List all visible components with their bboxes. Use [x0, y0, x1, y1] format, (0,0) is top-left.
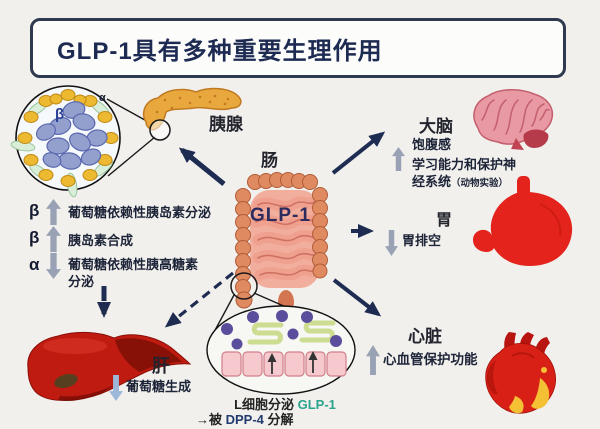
connector-arrows — [97, 131, 386, 328]
beta-symbol: β — [29, 228, 40, 247]
liver-label: 肝 — [152, 356, 170, 376]
effect-insulin-synthesis: 胰岛素合成 — [68, 233, 134, 248]
brain-label: 大脑 — [419, 117, 453, 136]
effect-insulin-secretion: 葡萄糖依赖性胰岛素分泌 — [68, 205, 212, 220]
magnifier-source-circle-gut — [230, 272, 258, 300]
effect-glucose-production: 葡萄糖生成 — [126, 379, 192, 394]
animal-study-note: （动物实验） — [451, 177, 509, 189]
glp1-highlight: GLP-1 — [297, 397, 336, 412]
title-box: GLP-1具有多种重要生理作用 — [30, 18, 566, 78]
heart-label: 心脏 — [408, 327, 442, 346]
effect-glucagon-secretion: 葡萄糖依赖性胰高糖素分泌 — [68, 257, 199, 289]
islet-illustration — [10, 85, 156, 198]
page-title: GLP-1具有多种重要生理作用 — [57, 37, 383, 65]
effect-cardioprotection: 心血管保护功能 — [383, 352, 478, 367]
heart-illustration — [485, 332, 556, 414]
gut-hormone-label: GLP-1 — [250, 205, 311, 226]
stomach-label: 胃 — [436, 212, 453, 229]
effect-learning: 学习能力和保护神经系统（动物实验） — [412, 157, 517, 189]
alpha-cell-label: α — [99, 92, 106, 104]
beta-symbol: β — [29, 201, 40, 220]
magnifier-source-circle-pancreas — [149, 119, 171, 141]
lcell-inset-illustration — [206, 292, 356, 395]
beta-cell-label: β — [55, 106, 65, 123]
alpha-symbol: α — [29, 255, 40, 274]
pancreas-illustration — [142, 87, 242, 141]
effect-satiety: 饱腹感 — [412, 137, 452, 152]
gut-label: 肠 — [261, 151, 278, 170]
arrow-gut-to-heart — [332, 278, 382, 317]
dpp4-highlight: DPP-4 — [225, 412, 264, 427]
liver-illustration — [27, 331, 192, 402]
brain-illustration — [473, 89, 554, 150]
inset-caption-line2: →被 DPP-4 分解 — [196, 412, 294, 427]
inset-caption-line1: L细胞分泌 GLP-1 — [234, 397, 336, 412]
stomach-illustration — [473, 176, 573, 266]
arrow-gut-to-brain — [331, 131, 386, 175]
pancreas-label: 胰腺 — [209, 115, 243, 134]
arrow-gut-to-pancreas — [178, 147, 226, 186]
intestine-illustration — [230, 172, 328, 320]
effect-gastric-emptying: 胃排空 — [402, 233, 442, 248]
